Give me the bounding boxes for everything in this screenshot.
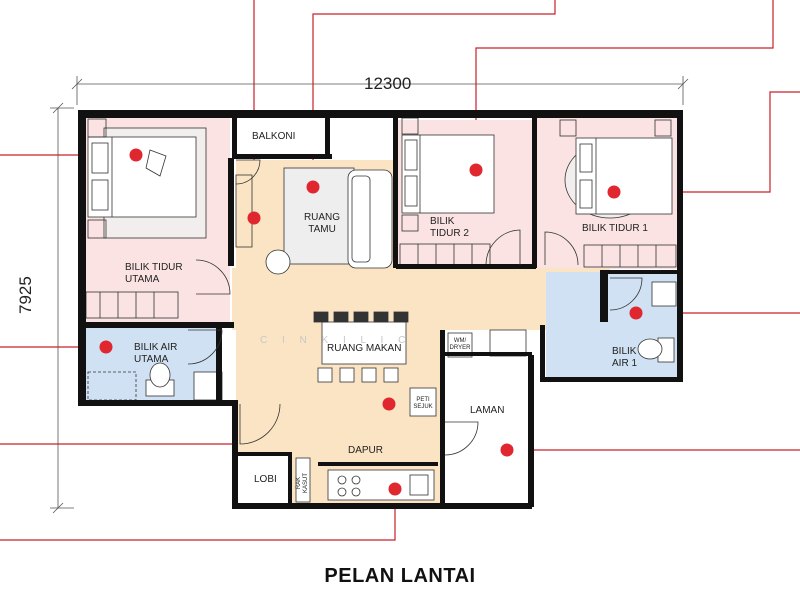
door-bath-1 (609, 277, 643, 311)
door-room2 (485, 229, 521, 265)
label-laman: LAMAN (470, 405, 505, 416)
label-balkoni: BALKONI (252, 131, 296, 142)
label-bilik-air-1: BILIK AIR 1 (612, 346, 638, 369)
label-ruang-makan: RUANG MAKAN (327, 343, 402, 354)
height-dimension-label: 7925 (16, 276, 35, 314)
dining-table (321, 321, 407, 365)
door-entrance (239, 403, 281, 445)
label-bilik-tidur-utama: BILIK TIDUR UTAMA (125, 262, 183, 285)
label-peti-sejuk: PETI SEJUK (413, 397, 433, 410)
door-bath-master (187, 329, 223, 365)
marker-balkoni (247, 211, 261, 225)
floor-balkoni (233, 117, 330, 155)
rug-living (283, 167, 355, 265)
label-bilik-tidur-2: BILIK TIDUR 2 (430, 216, 469, 239)
marker-bilik-tidur-1 (607, 185, 621, 199)
label-bilik-air-utama: BILIK AIR UTAMA (134, 342, 178, 365)
door-room1 (544, 231, 579, 266)
fridge (409, 387, 437, 417)
tv-console (235, 174, 253, 248)
door-balkoni (235, 159, 261, 185)
doors (187, 159, 643, 456)
door-master (195, 259, 231, 295)
label-wm-dryer: WM/ DRYER (449, 338, 471, 351)
bed-master (87, 136, 197, 218)
label-dapur: DAPUR (348, 445, 384, 456)
marker-ruang-tamu (306, 180, 320, 194)
label-bilik-tidur-1: BILIK TIDUR 1 (582, 223, 648, 234)
marker-bilik-tidur-utama (129, 148, 143, 162)
label-lobi: LOBI (254, 474, 277, 485)
armchair (265, 249, 291, 275)
leader-line-ruang-tamu (312, 0, 556, 187)
page-title: PELAN LANTAI (324, 565, 476, 587)
marker-bilik-air-utama (99, 340, 113, 354)
floor-laman (444, 355, 531, 503)
door-laman (444, 421, 479, 456)
marker-bilik-air-1 (629, 306, 643, 320)
leader-line-bilik-tidur-1 (614, 91, 800, 193)
label-ruang-tamu: RUANG TAMU (303, 212, 341, 235)
wardrobe-1 (583, 244, 677, 268)
marker-dapur (388, 482, 402, 496)
marker-ruang-makan (382, 397, 396, 411)
watermark: C I N K I L I C (260, 335, 411, 346)
shoe-rack (295, 457, 311, 503)
leader-line-bilik-tidur-2 (475, 0, 774, 170)
dimension-height (50, 102, 74, 514)
width-dimension-label: 12300 (364, 74, 412, 93)
floor-lobi (236, 455, 292, 505)
label-rak-kasut: RAK KASUT (296, 473, 309, 494)
walls (78, 110, 683, 509)
laundry-sink (489, 329, 527, 357)
basin-1 (651, 281, 677, 307)
marker-bilik-tidur-2 (469, 163, 483, 177)
marker-laman (500, 443, 514, 457)
dimension-width (71, 76, 689, 105)
bed-1 (575, 137, 673, 215)
room-markers (99, 148, 643, 496)
furniture (85, 117, 677, 503)
